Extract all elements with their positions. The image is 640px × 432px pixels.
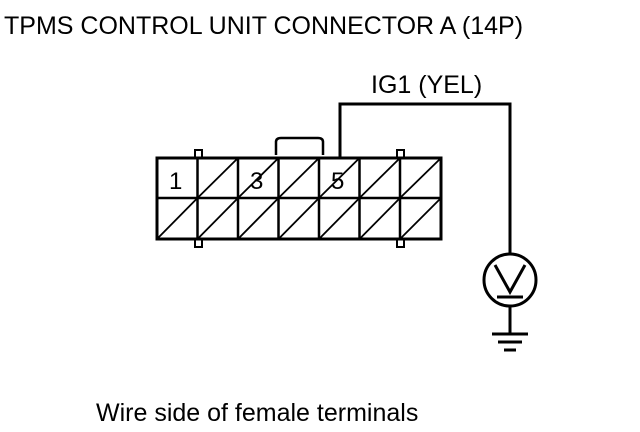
wire-label: IG1 (YEL) bbox=[371, 71, 482, 99]
caption: Wire side of female terminals bbox=[96, 399, 418, 427]
connector: 1 3 5 bbox=[155, 136, 443, 248]
connector-lock-tab bbox=[274, 136, 325, 155]
terminal-5-label: 5 bbox=[331, 168, 344, 195]
ground-icon bbox=[492, 332, 528, 352]
voltmeter-icon bbox=[482, 252, 538, 308]
diagram-title: TPMS CONTROL UNIT CONNECTOR A (14P) bbox=[4, 12, 523, 40]
ig1-wire bbox=[338, 102, 512, 254]
terminal-1-label: 1 bbox=[169, 168, 182, 195]
terminal-3-label: 3 bbox=[250, 168, 263, 195]
cavity-hatching bbox=[156, 157, 442, 240]
